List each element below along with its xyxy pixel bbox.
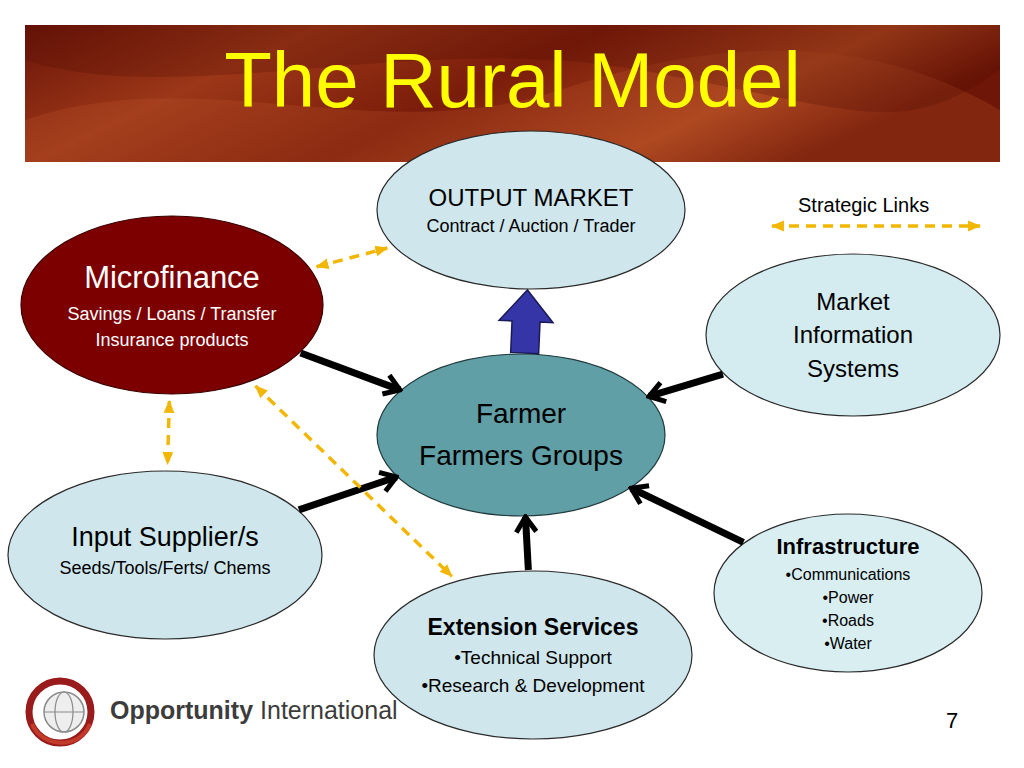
node-body: Farmers Groups: [419, 435, 623, 477]
logo-equator: [44, 711, 84, 712]
node-body: •Water: [824, 632, 872, 655]
logo-text: International: [260, 696, 398, 725]
node-body: •Research & Development: [421, 672, 644, 700]
node-body: Seeds/Tools/Ferts/ Chems: [59, 556, 270, 581]
legend-label: Strategic Links: [798, 194, 929, 217]
logo-swoosh: [32, 724, 90, 743]
ellipse-shape: [21, 216, 323, 394]
node-heading: Farmer: [476, 393, 566, 435]
node-body: •Roads: [822, 609, 874, 632]
node-body: Contract / Auction / Trader: [426, 214, 635, 238]
page-number: 7: [946, 708, 958, 734]
strategic-link: [256, 386, 452, 576]
ellipse-shape: [377, 131, 685, 289]
node-body: •Technical Support: [454, 644, 612, 672]
node-body: •Power: [823, 586, 874, 609]
node-heading: Microfinance: [84, 256, 260, 301]
logo-ring: [29, 681, 91, 743]
ellipse-shape: [714, 514, 982, 672]
ellipse-outline: [7, 470, 323, 640]
ellipse-shape: [706, 254, 1000, 416]
node-body: •Communications: [786, 563, 911, 586]
logo-globe: [44, 692, 84, 732]
support-arrow: [649, 374, 723, 396]
node-heading: Extension Services: [428, 611, 639, 644]
infrastructure-ellipse: Infrastructure•Communications•Power•Road…: [713, 513, 983, 673]
ellipse-shape: [377, 354, 665, 516]
support-arrow: [525, 517, 528, 570]
market-ellipse: OUTPUT MARKETContract / Auction / Trader: [376, 130, 686, 290]
ellipse-shape: [374, 571, 692, 739]
ellipse-shape: [8, 471, 322, 639]
finance-ellipse: MicrofinanceSavings / Loans / Transfer I…: [20, 215, 324, 395]
ellipse-outline: [376, 353, 666, 517]
logo-text: Opportunity: [110, 696, 253, 725]
strategic-link: [317, 248, 388, 267]
node-heading: OUTPUT MARKET: [429, 182, 634, 214]
legend-sample: [762, 214, 990, 238]
info-ellipse: Market Information Systems: [705, 253, 1001, 417]
support-arrow: [631, 488, 743, 542]
support-arrow: [299, 477, 397, 510]
node-heading: Input Supplier/s: [71, 519, 259, 557]
output-arrow: [499, 290, 553, 354]
strategic-link: [168, 401, 170, 464]
node-body: Savings / Loans / Transfer Insurance pro…: [52, 301, 292, 353]
logo-icon: [18, 672, 102, 756]
input-ellipse: Input Supplier/sSeeds/Tools/Ferts/ Chems: [7, 470, 323, 640]
node-heading: Market Information Systems: [773, 285, 933, 386]
diagram-title: The Rural Model: [25, 28, 1000, 132]
support-arrow: [301, 353, 400, 390]
farmer-ellipse: FarmerFarmers Groups: [376, 353, 666, 517]
dashed-link-sample: [772, 224, 980, 228]
extension-ellipse: Extension Services•Technical Support•Res…: [373, 570, 693, 740]
node-heading: Infrastructure: [776, 531, 919, 563]
